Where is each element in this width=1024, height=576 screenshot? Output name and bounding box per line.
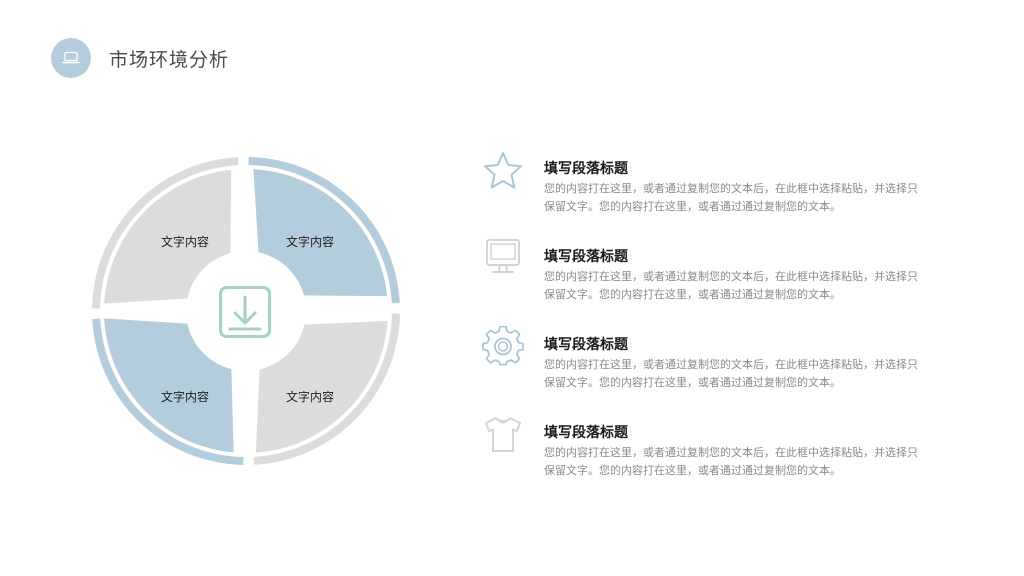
item-title: 填写段落标题 xyxy=(544,161,628,177)
gear-icon xyxy=(482,325,524,366)
outer-rings xyxy=(92,157,400,465)
item-body: 您的内容打在这里，或者通过复制您的文本后，在此框中选择粘贴，并选择只保留文字。您… xyxy=(544,182,918,213)
quadrant-diagram: 文字内容 文字内容 文字内容 文字内容 xyxy=(88,155,404,471)
segment-label-bottom-right: 文字内容 xyxy=(285,390,334,404)
outer-ring-top-right xyxy=(248,157,400,304)
outer-ring-top-left xyxy=(92,157,239,309)
item-title: 填写段落标题 xyxy=(544,249,628,265)
header-badge xyxy=(51,38,91,78)
segment-label-bottom-left: 文字内容 xyxy=(160,390,209,404)
item-body: 您的内容打在这里，或者通过复制您的文本后，在此框中选择粘贴，并选择只保留文字。您… xyxy=(544,446,918,477)
tshirt-icon xyxy=(485,417,521,452)
petal-bottom-right xyxy=(255,320,388,453)
quadrant-diagram-graphic xyxy=(92,157,400,465)
outer-ring-bottom-left xyxy=(92,318,244,465)
outer-ring-bottom-right xyxy=(253,313,400,465)
item-title: 填写段落标题 xyxy=(544,337,628,353)
star-icon xyxy=(484,152,522,189)
segment-label-top-right: 文字内容 xyxy=(285,235,334,249)
item-title: 填写段落标题 xyxy=(544,425,628,441)
segment-label-top-left: 文字内容 xyxy=(160,235,209,249)
laptop-icon xyxy=(62,51,80,64)
petals xyxy=(104,169,388,453)
petal-top-left xyxy=(104,169,232,304)
petal-top-right xyxy=(253,169,388,297)
page-header: 市场环境分析 xyxy=(51,38,229,78)
petal-bottom-left xyxy=(104,318,234,453)
monitor-icon xyxy=(486,239,520,273)
item-body: 您的内容打在这里，或者通过复制您的文本后，在此框中选择粘贴，并选择只保留文字。您… xyxy=(544,270,918,301)
item-body: 您的内容打在这里，或者通过复制您的文本后，在此框中选择粘贴，并选择只保留文字。您… xyxy=(544,358,918,389)
page-title: 市场环境分析 xyxy=(109,48,230,71)
download-icon xyxy=(219,286,271,338)
